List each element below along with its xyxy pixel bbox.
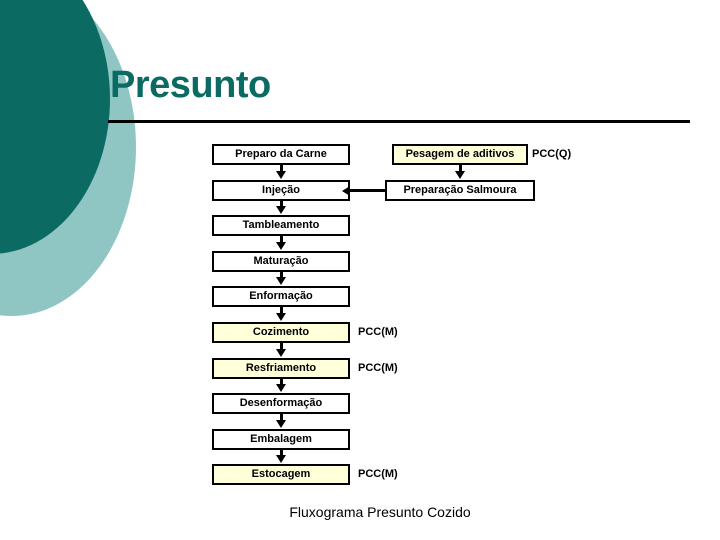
flow-arrow-down (276, 236, 286, 250)
flowchart-node-tambleamento: Tambleamento (212, 215, 350, 236)
pcc-label-estocagem: PCC(M) (358, 468, 398, 480)
flow-arrow-down (276, 343, 286, 357)
figure-caption-text: Fluxograma Presunto Cozido (289, 504, 471, 520)
pcc-label-resfriamento: PCC(M) (358, 362, 398, 374)
flow-arrow-down (276, 165, 286, 179)
flow-arrow-down (276, 450, 286, 463)
flowchart-node-enformacao: Enformação (212, 286, 350, 307)
page-title: Presunto (110, 64, 271, 106)
flow-arrow-down (276, 379, 286, 392)
figure-caption: Fluxograma Presunto Cozido (0, 503, 720, 521)
flowchart-node-preparacao-salmoura: Preparação Salmoura (385, 180, 535, 201)
pcc-label-pesagem-de-aditivos: PCC(Q) (532, 148, 572, 160)
flowchart-node-estocagem: Estocagem (212, 464, 350, 485)
flow-arrow-down (276, 414, 286, 428)
title-underline-rule (108, 120, 690, 123)
pcc-label-cozimento: PCC(M) (358, 326, 398, 338)
flowchart-node-embalagem: Embalagem (212, 429, 350, 450)
flowchart-node-maturacao: Maturação (212, 251, 350, 272)
flow-arrow-left (342, 185, 385, 196)
flow-arrow-down (455, 165, 465, 179)
flow-arrow-down (276, 307, 286, 321)
flowchart-node-preparo-da-carne: Preparo da Carne (212, 144, 350, 165)
flow-arrow-down (276, 201, 286, 214)
flow-arrow-down (276, 272, 286, 285)
flowchart-node-desenformacao: Desenformação (212, 393, 350, 414)
flowchart-node-injecao: Injeção (212, 180, 350, 201)
flowchart-node-cozimento: Cozimento (212, 322, 350, 343)
flowchart-node-resfriamento: Resfriamento (212, 358, 350, 379)
flowchart-node-pesagem-de-aditivos: Pesagem de aditivos (392, 144, 528, 165)
